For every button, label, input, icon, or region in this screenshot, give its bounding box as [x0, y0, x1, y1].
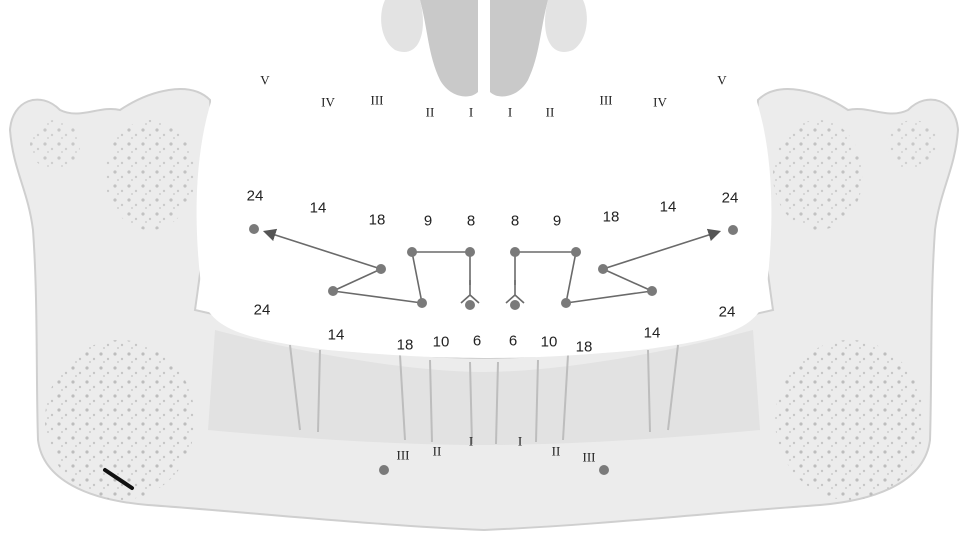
- right-marker-1: [465, 247, 475, 257]
- right-marker-6: [376, 264, 386, 274]
- right-marker-2: [465, 300, 475, 310]
- upper-age-right-1: 8: [467, 214, 475, 229]
- left-marker-2: [510, 300, 520, 310]
- left-marker-6: [598, 264, 608, 274]
- lower-age-right-3: 18: [397, 338, 414, 353]
- upper-roman-right-2: II: [426, 106, 435, 119]
- left-marker-1: [510, 247, 520, 257]
- lower-age-left-5: 24: [719, 305, 736, 320]
- right-marker-5: [328, 286, 338, 296]
- upper-age-left-2: 9: [553, 214, 561, 229]
- upper-age-left-5: 24: [722, 191, 739, 206]
- right-marker-3: [407, 247, 417, 257]
- right-marker-7: [249, 224, 259, 234]
- upper-age-right-5: 24: [247, 189, 264, 204]
- crown-zone: [197, 90, 772, 358]
- upper-roman-left-3: III: [600, 94, 613, 107]
- upper-age-right-4: 14: [310, 201, 327, 216]
- lower-roman-right-1: I: [469, 435, 473, 448]
- upper-age-right-2: 9: [424, 214, 432, 229]
- lower-age-right-5: 24: [254, 303, 271, 318]
- upper-roman-left-1: I: [508, 106, 512, 119]
- lower-age-right-4: 14: [328, 328, 345, 343]
- lower-right-marker: [379, 465, 389, 475]
- lower-roman-left-1: I: [518, 435, 522, 448]
- upper-roman-left-4: IV: [653, 96, 667, 109]
- upper-age-left-3: 18: [603, 210, 620, 225]
- left-marker-7: [728, 225, 738, 235]
- lower-age-left-4: 14: [644, 326, 661, 341]
- upper-roman-right-4: IV: [321, 96, 335, 109]
- lower-roman-left-2: II: [552, 445, 561, 458]
- upper-roman-right-5: V: [260, 74, 269, 87]
- lower-age-left-1: 6: [509, 334, 517, 349]
- lower-roman-right-2: II: [433, 445, 442, 458]
- left-marker-4: [561, 298, 571, 308]
- left-marker-5: [647, 286, 657, 296]
- upper-age-right-3: 18: [369, 213, 386, 228]
- upper-roman-left-5: V: [717, 74, 726, 87]
- upper-incisor-shapes: [381, 0, 587, 96]
- upper-age-left-1: 8: [511, 214, 519, 229]
- lower-left-marker: [599, 465, 609, 475]
- upper-age-left-4: 14: [660, 200, 677, 215]
- upper-roman-right-3: III: [371, 94, 384, 107]
- lower-age-right-2: 10: [433, 335, 450, 350]
- lower-roman-left-3: III: [583, 451, 596, 464]
- right-marker-4: [417, 298, 427, 308]
- upper-roman-left-2: II: [546, 106, 555, 119]
- lower-age-left-3: 18: [576, 340, 593, 355]
- upper-roman-right-1: I: [469, 106, 473, 119]
- lower-age-right-1: 6: [473, 334, 481, 349]
- lower-age-left-2: 10: [541, 335, 558, 350]
- left-marker-3: [571, 247, 581, 257]
- lower-roman-right-3: III: [397, 449, 410, 462]
